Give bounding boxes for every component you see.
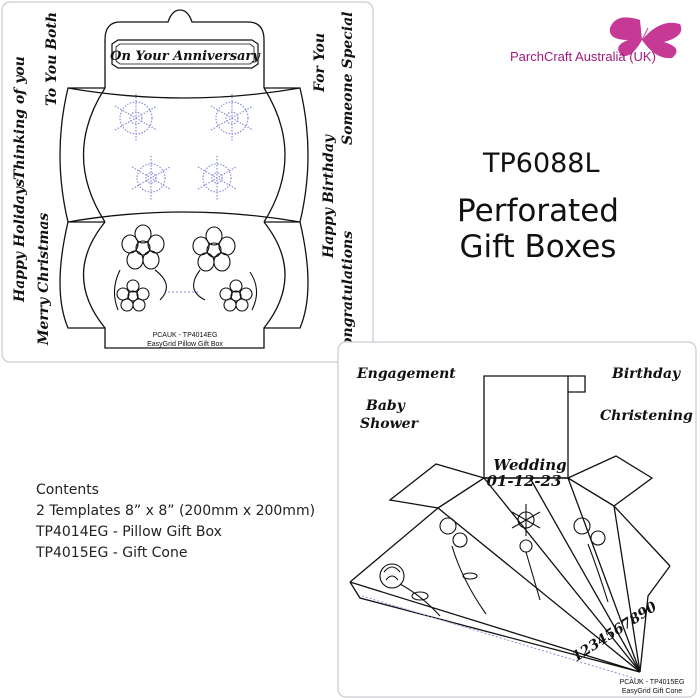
contents-list: Contents 2 Templates 8” x 8” (200mm x 20…: [36, 480, 315, 564]
template1-name: EasyGrid Pillow Gift Box: [147, 341, 223, 348]
product-title-line1: Perforated: [457, 193, 619, 229]
gift-cone-outline: [349, 375, 671, 673]
word-shower: Shower: [360, 416, 420, 432]
word-birthday: Birthday: [611, 366, 681, 382]
product-title: Perforated Gift Boxes: [448, 193, 628, 265]
word-for-you: For You: [312, 33, 328, 93]
product-code: TP6088L: [483, 148, 600, 179]
pillow-box-outline: [59, 9, 309, 349]
product-title-line2: Gift Boxes: [459, 229, 617, 265]
wedding-date: 01-12-23: [486, 472, 561, 490]
word-someone-special: Someone Special: [340, 11, 356, 145]
word-happy-holidays: Happy Holidays: [12, 179, 28, 303]
contents-line: TP4014EG - Pillow Gift Box: [36, 524, 222, 540]
word-merry-christmas: Merry Christmas: [36, 213, 52, 346]
snowflake-icons: [114, 94, 254, 200]
butterfly-icon: [609, 17, 682, 59]
contents-line: 2 Templates 8” x 8” (200mm x 200mm): [36, 503, 316, 519]
word-christening: Christening: [600, 408, 693, 424]
template-card-pillow: On Your Anniversary PCAUK -: [1, 1, 374, 363]
contents-line: TP4015EG - Gift Cone: [36, 545, 188, 561]
word-thinking-of-you: Thinking of you: [12, 56, 28, 180]
word-to-you-both: To You Both: [44, 12, 60, 106]
anniversary-banner: On Your Anniversary: [110, 39, 261, 69]
template2-name: EasyGrid Gift Cone: [622, 688, 682, 695]
flower-icons: [113, 224, 258, 312]
cone-flower-icons: [379, 504, 609, 617]
word-happy-birthday: Happy Birthday: [321, 134, 337, 259]
template1-code: PCAUK - TP4014EG: [153, 332, 218, 339]
word-baby: Baby: [365, 398, 406, 414]
contents-heading: Contents: [36, 482, 99, 498]
banner-text: On Your Anniversary: [110, 49, 261, 64]
word-wedding: Wedding: [493, 456, 566, 474]
template-card-cone: Engagement Birthday Baby Shower Christen…: [337, 341, 697, 698]
brand-name: ParchCraft Australia (UK): [510, 49, 656, 64]
template2-code: PCAUK - TP4015EG: [620, 679, 685, 686]
perforation-line: [361, 595, 641, 681]
word-congratulations: Congratulations: [340, 231, 356, 358]
word-engagement: Engagement: [356, 366, 456, 382]
